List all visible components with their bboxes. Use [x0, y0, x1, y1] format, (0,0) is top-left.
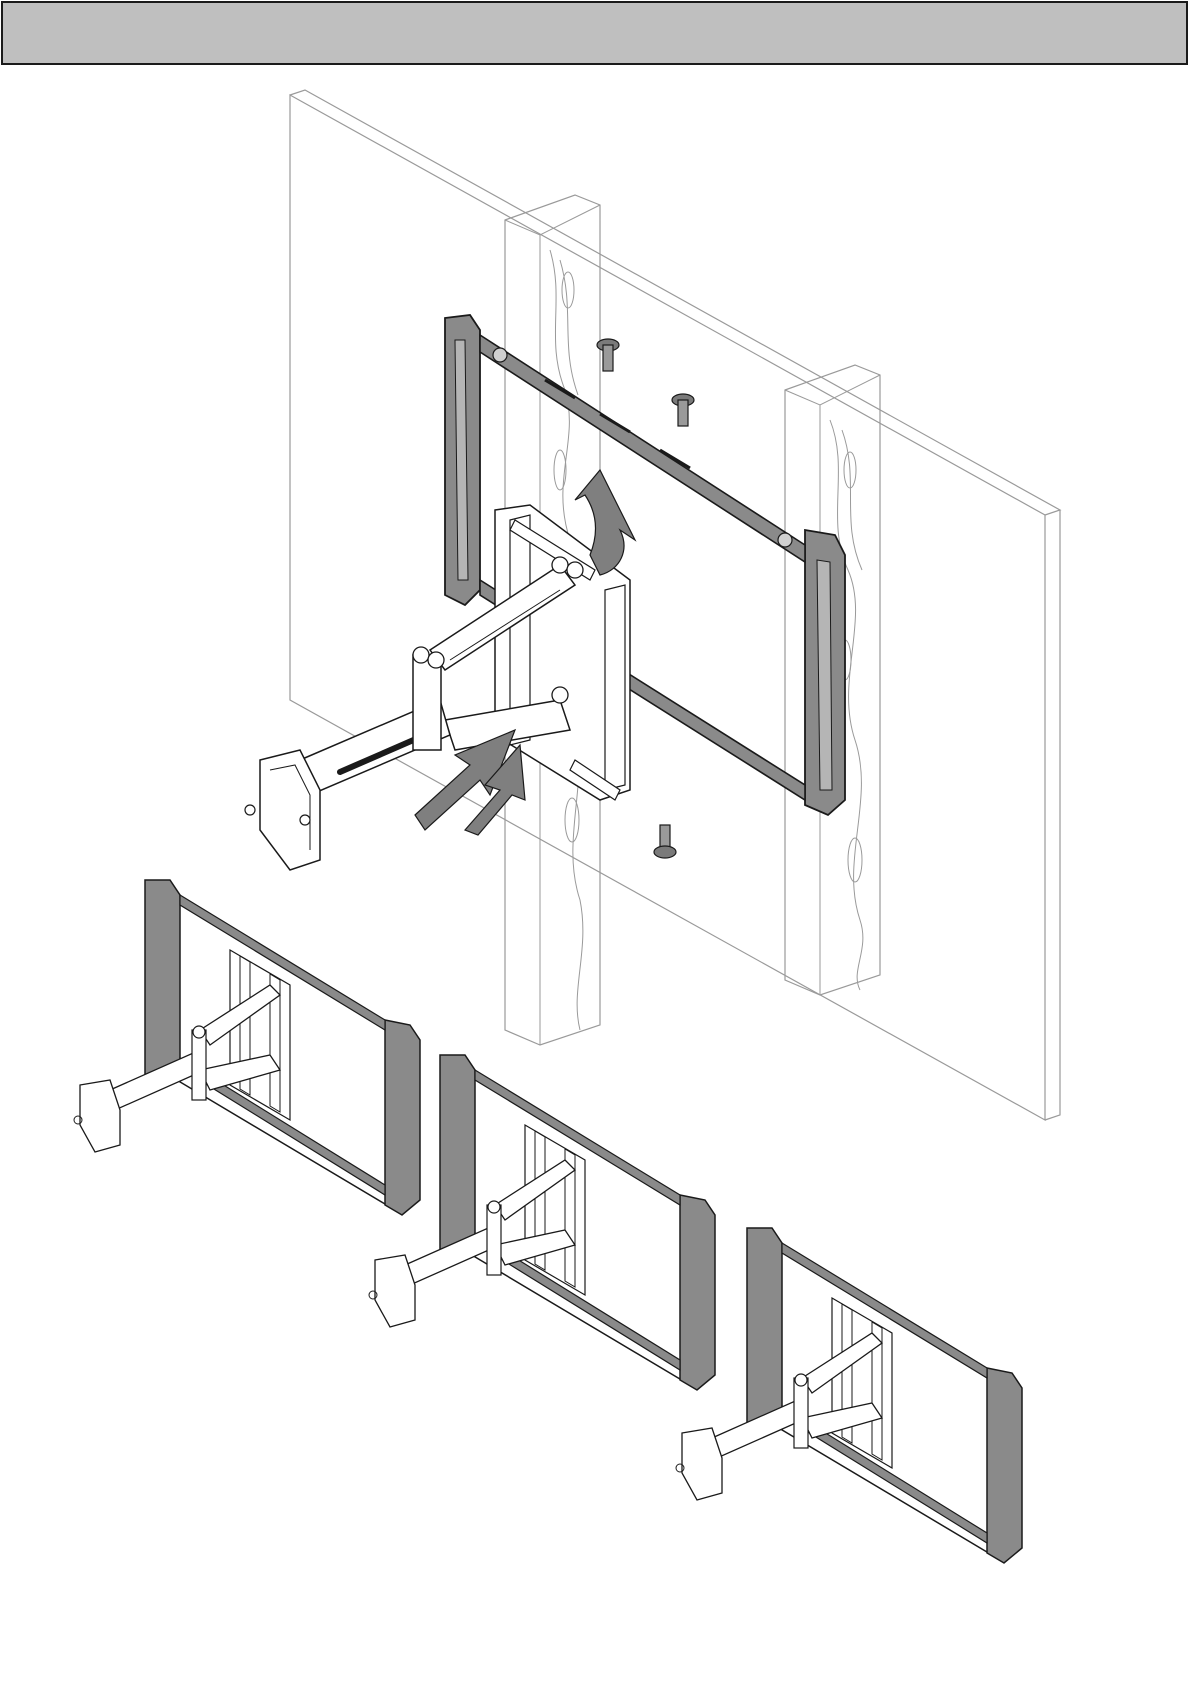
- arm-folded-position: [676, 1228, 1022, 1563]
- lag-bolt-icon: [672, 394, 694, 426]
- arm-extended-position: [74, 880, 420, 1215]
- lag-bolt-icon: [654, 825, 676, 858]
- tilt-head: [245, 750, 320, 870]
- wall-mount-installation: [245, 90, 1060, 1120]
- arm-half-position: [369, 1055, 715, 1390]
